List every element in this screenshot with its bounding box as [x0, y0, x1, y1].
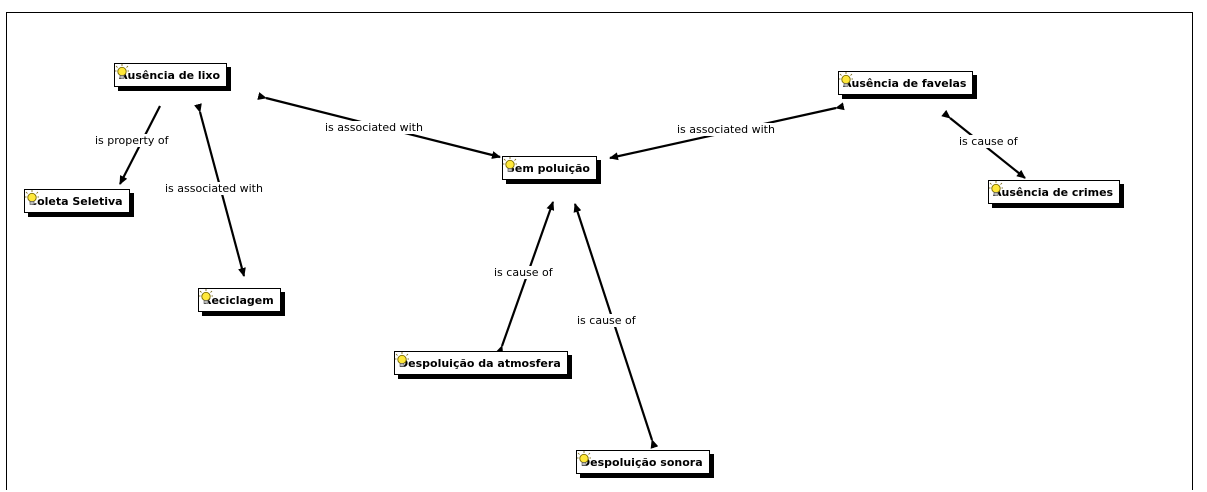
lightbulb-icon	[577, 451, 591, 466]
concept-ausencia-de-lixo[interactable]: Ausência de lixo	[114, 63, 228, 87]
link-label-lixo-reciclagem: is associated with	[164, 182, 264, 195]
link-label-atmosfera-sem: is cause of	[493, 266, 554, 279]
concept-sem-poluicao[interactable]: Sem poluição	[502, 156, 597, 180]
lightbulb-icon	[839, 72, 853, 87]
link-label-lixo-sem: is associated with	[324, 121, 424, 134]
concept-label: Despoluição da atmosfera	[399, 356, 561, 370]
lightbulb-icon	[395, 352, 409, 367]
concept-label: Sem poluição	[507, 161, 590, 175]
concept-coleta-seletiva[interactable]: Coleta Seletiva	[24, 189, 130, 213]
connector-favelas-crimes	[941, 109, 1026, 179]
link-label-sonora-sem: is cause of	[576, 314, 637, 327]
lightbulb-icon	[503, 157, 517, 172]
concept-despoluicao-da-atmosfera[interactable]: Despoluição da atmosfera	[394, 351, 568, 375]
concept-label: Reciclagem	[203, 293, 274, 307]
link-label-favelas-sem: is associated with	[676, 123, 776, 136]
lightbulb-icon	[115, 64, 129, 79]
concept-label: Ausência de lixo	[119, 68, 221, 82]
diagram-frame	[6, 12, 1193, 490]
concept-label: Coleta Seletiva	[29, 194, 123, 208]
concept-label: Ausência de crimes	[993, 185, 1114, 199]
concept-despoluicao-sonora[interactable]: Despoluição sonora	[576, 450, 710, 474]
lightbulb-icon	[199, 289, 213, 304]
concept-label: Despoluição sonora	[581, 455, 703, 469]
link-label-favelas-crimes: is cause of	[958, 135, 1019, 148]
concept-ausencia-de-crimes[interactable]: Ausência de crimes	[988, 180, 1121, 204]
concept-ausencia-de-favelas[interactable]: Ausência de favelas	[838, 71, 974, 95]
concept-reciclagem[interactable]: Reciclagem	[198, 288, 281, 312]
lightbulb-icon	[989, 181, 1003, 196]
concept-label: Ausência de favelas	[843, 76, 967, 90]
lightbulb-icon	[25, 190, 39, 205]
link-label-lixo-coleta: is property of	[94, 134, 170, 147]
